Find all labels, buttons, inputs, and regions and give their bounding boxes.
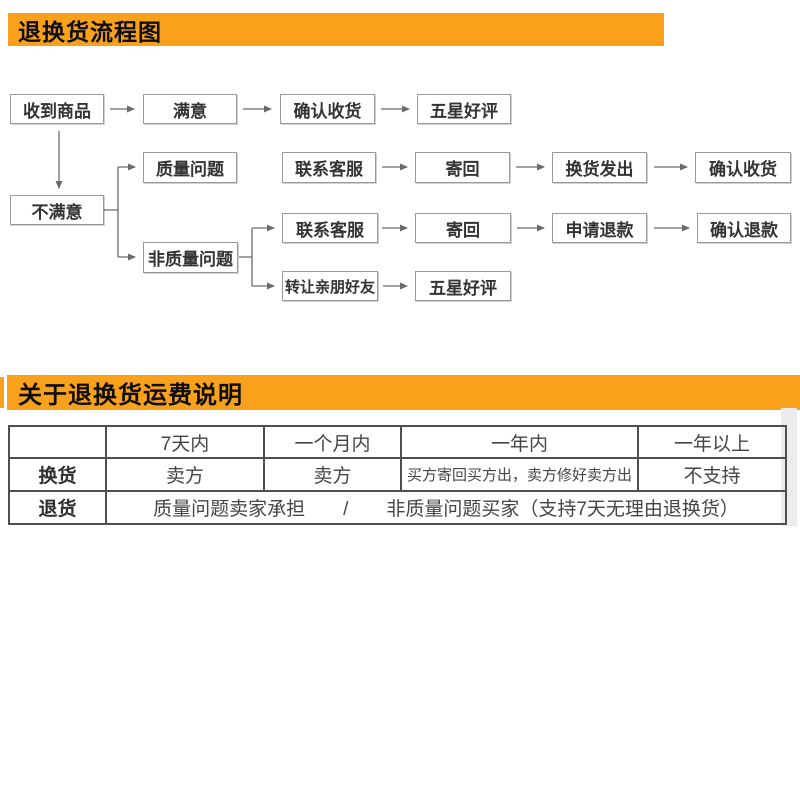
exchange-over1year: 不支持 xyxy=(637,457,787,492)
fee-table-exchange-row: 换货 卖方 卖方 买方寄回买方出，卖方修好卖方出 不支持 xyxy=(8,457,787,492)
exchange-row-label: 换货 xyxy=(8,457,107,492)
fee-table-header-over1year: 一年以上 xyxy=(637,425,787,459)
banner-left-sliver xyxy=(0,377,4,408)
flow-section-title: 退换货流程图 xyxy=(8,13,664,46)
fee-table-header-7days: 7天内 xyxy=(105,425,265,459)
return-policy: 质量问题卖家承担 / 非质量问题买家（支持7天无理由退换货） xyxy=(105,490,787,525)
fee-table-return-row: 退货 质量问题卖家承担 / 非质量问题买家（支持7天无理由退换货） xyxy=(8,490,787,525)
exchange-1year: 买方寄回买方出，卖方修好卖方出 xyxy=(400,457,639,492)
fee-table-header-1month: 一个月内 xyxy=(263,425,402,459)
flow-node-five-star-2: 五星好评 xyxy=(415,271,511,301)
flow-node-transfer-friends: 转让亲朋好友 xyxy=(282,271,378,301)
fee-section-title: 关于退换货运费说明 xyxy=(7,375,800,410)
flow-node-satisfied: 满意 xyxy=(143,94,237,124)
flow-node-quality-issue: 质量问题 xyxy=(143,152,237,183)
exchange-7days: 卖方 xyxy=(105,457,265,492)
fee-table-header-row: 7天内 一个月内 一年内 一年以上 xyxy=(8,425,787,459)
flow-node-contact-service: 联系客服 xyxy=(282,152,376,183)
flow-node-confirm-receipt: 确认收货 xyxy=(280,94,375,124)
fee-table: 7天内 一个月内 一年内 一年以上 换货 卖方 卖方 买方寄回买方出，卖方修好卖… xyxy=(8,425,787,525)
return-row-label: 退货 xyxy=(8,490,107,525)
flow-node-confirm-receipt-2: 确认收货 xyxy=(695,152,791,183)
flow-node-send-back-2: 寄回 xyxy=(415,213,511,243)
flow-node-receive: 收到商品 xyxy=(10,94,104,124)
flow-node-non-quality-issue: 非质量问题 xyxy=(143,242,238,273)
fee-table-header-1year: 一年内 xyxy=(400,425,639,459)
flow-node-exchange-shipped: 换货发出 xyxy=(552,152,647,183)
flow-node-unsatisfied: 不满意 xyxy=(10,195,104,225)
flow-node-five-star: 五星好评 xyxy=(417,94,511,124)
flow-node-apply-refund: 申请退款 xyxy=(552,213,647,243)
flow-node-contact-service-2: 联系客服 xyxy=(282,213,378,243)
flow-node-confirm-refund: 确认退款 xyxy=(697,213,791,243)
flowchart: 收到商品 满意 确认收货 五星好评 不满意 质量问题 联系客服 寄回 换货发出 … xyxy=(0,80,800,320)
flow-arrows xyxy=(55,105,690,290)
exchange-1month: 卖方 xyxy=(263,457,402,492)
fee-table-header-empty xyxy=(8,425,107,459)
flow-node-send-back: 寄回 xyxy=(415,152,510,183)
